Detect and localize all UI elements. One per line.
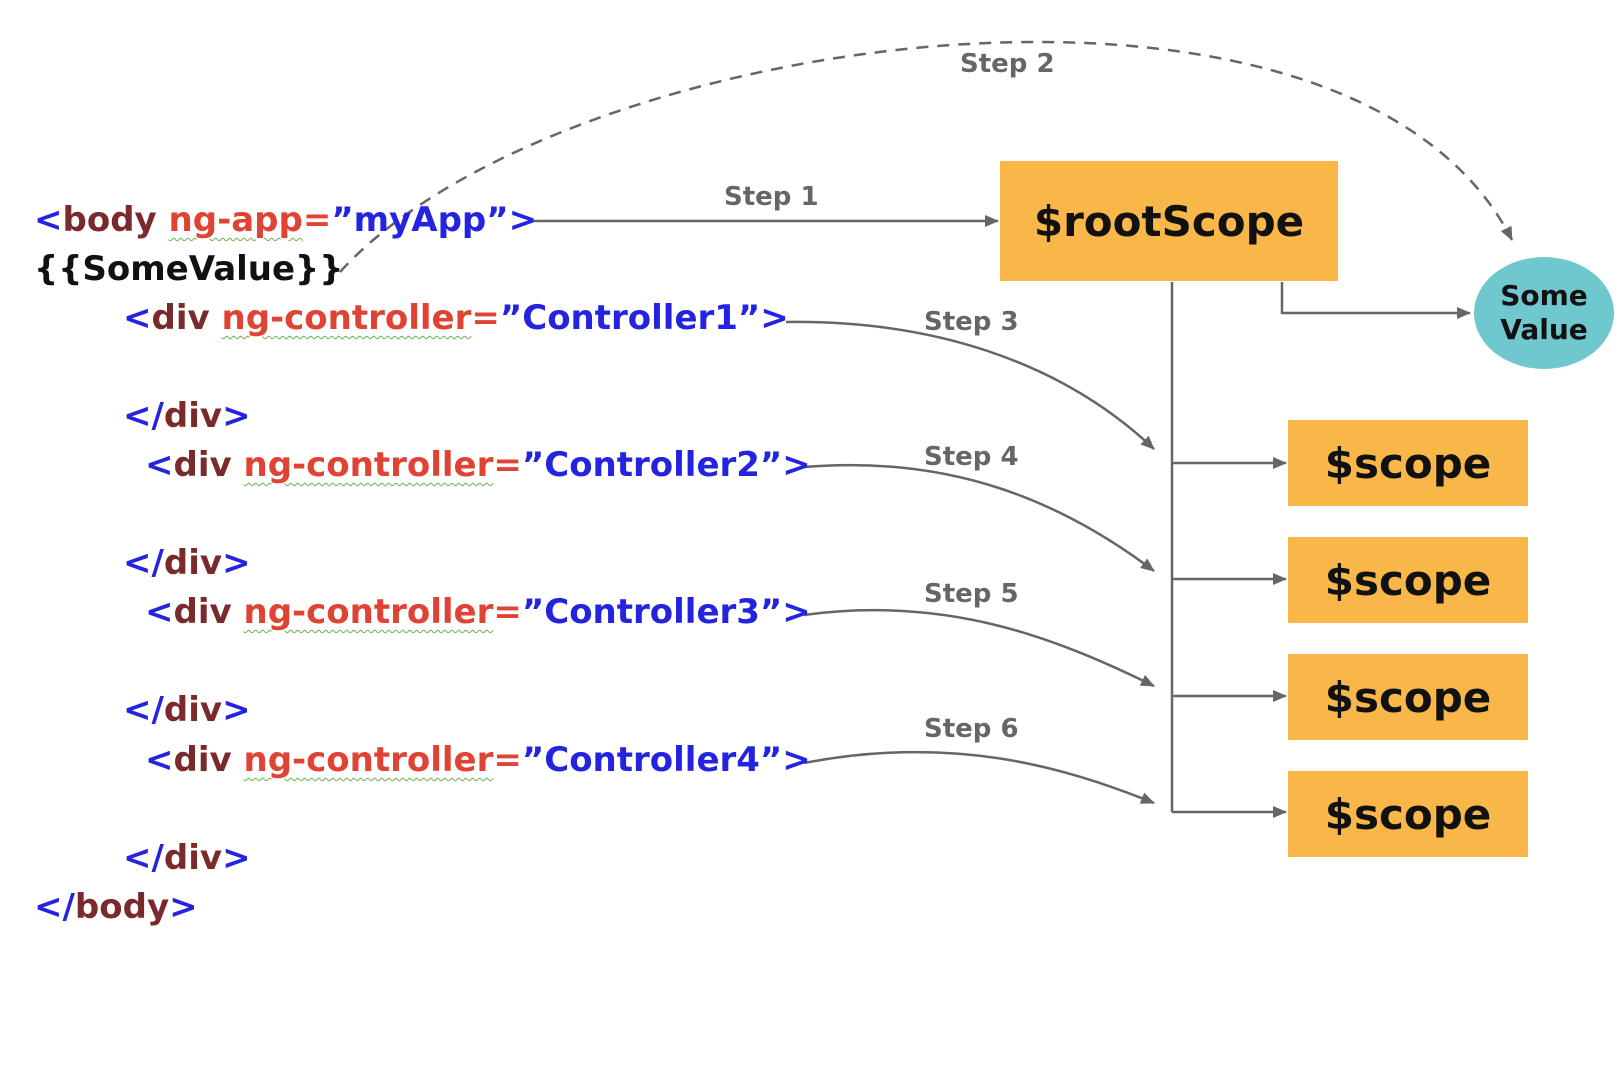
code-punct: > bbox=[508, 200, 538, 240]
code-tag-body: body bbox=[62, 200, 157, 240]
some-value-node: Some Value bbox=[1474, 257, 1614, 369]
code-punct: > bbox=[782, 592, 811, 632]
code-punct: < bbox=[34, 200, 63, 240]
step-2-arrow bbox=[339, 40, 1514, 273]
code-value-controller3: ”Controller3” bbox=[521, 592, 783, 632]
code-div-close-2: </div> bbox=[123, 543, 251, 583]
code-div-close-4: </div> bbox=[123, 838, 251, 878]
code-body-open: <body ng-app=”myApp”> bbox=[34, 200, 537, 240]
code-punct: < bbox=[123, 298, 152, 338]
code-punct: </ bbox=[34, 887, 75, 927]
code-punct: < bbox=[145, 445, 174, 485]
code-div-open-3: <div ng-controller=”Controller3”> bbox=[145, 592, 811, 632]
code-punct: > bbox=[782, 740, 811, 780]
code-attr-ng-controller: ng-controller bbox=[243, 740, 494, 780]
code-attr-ng-controller: ng-controller bbox=[221, 298, 472, 338]
code-punct: > bbox=[169, 887, 198, 927]
code-equals: = bbox=[493, 445, 522, 485]
code-tag-body: body bbox=[74, 887, 170, 927]
root-to-value-connector bbox=[1280, 282, 1471, 319]
code-value-controller4: ”Controller4” bbox=[521, 740, 783, 780]
code-equals: = bbox=[493, 592, 522, 632]
scope-box-3: $scope bbox=[1288, 654, 1528, 740]
code-div-open-4: <div ng-controller=”Controller4”> bbox=[145, 740, 811, 780]
code-punct: > bbox=[760, 298, 789, 338]
code-equals: = bbox=[302, 200, 332, 240]
step-5-arrow bbox=[803, 608, 1155, 688]
code-punct: </ bbox=[123, 838, 164, 878]
step-4-label: Step 4 bbox=[924, 442, 1019, 472]
code-punct: </ bbox=[123, 396, 164, 436]
code-template-expression: {{SomeValue}} bbox=[34, 249, 344, 289]
step-5-label: Step 5 bbox=[924, 579, 1019, 609]
code-punct: </ bbox=[123, 543, 164, 583]
code-punct: > bbox=[222, 690, 251, 730]
code-punct: </ bbox=[123, 690, 164, 730]
code-tag-div: div bbox=[163, 838, 223, 878]
code-punct: > bbox=[782, 445, 811, 485]
code-value-myapp: ”myApp” bbox=[331, 200, 509, 240]
some-value-line-2: Value bbox=[1500, 313, 1588, 346]
step-6-label: Step 6 bbox=[924, 714, 1019, 744]
scope-box-2: $scope bbox=[1288, 537, 1528, 623]
code-tag-div: div bbox=[151, 298, 210, 338]
code-tag-div: div bbox=[173, 592, 232, 632]
code-tag-div: div bbox=[163, 543, 223, 583]
code-attr-ng-controller: ng-controller bbox=[243, 592, 494, 632]
code-equals: = bbox=[471, 298, 500, 338]
code-value-controller1: ”Controller1” bbox=[499, 298, 761, 338]
code-attr-ng-controller: ng-controller bbox=[243, 445, 494, 485]
code-punct: < bbox=[145, 740, 174, 780]
step-3-label: Step 3 bbox=[924, 307, 1019, 337]
code-punct: < bbox=[145, 592, 174, 632]
step-4-arrow bbox=[803, 463, 1155, 572]
code-tag-div: div bbox=[163, 396, 223, 436]
code-body-close: </body> bbox=[34, 887, 198, 927]
code-value-controller2: ”Controller2” bbox=[521, 445, 783, 485]
code-tag-div: div bbox=[173, 445, 232, 485]
some-value-line-1: Some bbox=[1500, 279, 1588, 312]
code-div-open-2: <div ng-controller=”Controller2”> bbox=[145, 445, 811, 485]
code-punct: > bbox=[222, 396, 251, 436]
code-punct: > bbox=[222, 543, 251, 583]
step-1-label: Step 1 bbox=[724, 182, 819, 212]
code-attr-ng-app: ng-app bbox=[168, 200, 303, 240]
code-div-close-3: </div> bbox=[123, 690, 251, 730]
code-tag-div: div bbox=[163, 690, 223, 730]
code-equals: = bbox=[493, 740, 522, 780]
root-scope-box: $rootScope bbox=[1000, 161, 1338, 281]
scope-box-1: $scope bbox=[1288, 420, 1528, 506]
scope-box-4: $scope bbox=[1288, 771, 1528, 857]
step-3-arrow bbox=[785, 320, 1155, 450]
code-div-close-1: </div> bbox=[123, 396, 251, 436]
code-tag-div: div bbox=[173, 740, 232, 780]
code-punct: > bbox=[222, 838, 251, 878]
step-2-label: Step 2 bbox=[960, 49, 1055, 79]
step-6-arrow bbox=[803, 750, 1155, 805]
code-div-open-1: <div ng-controller=”Controller1”> bbox=[123, 298, 789, 338]
